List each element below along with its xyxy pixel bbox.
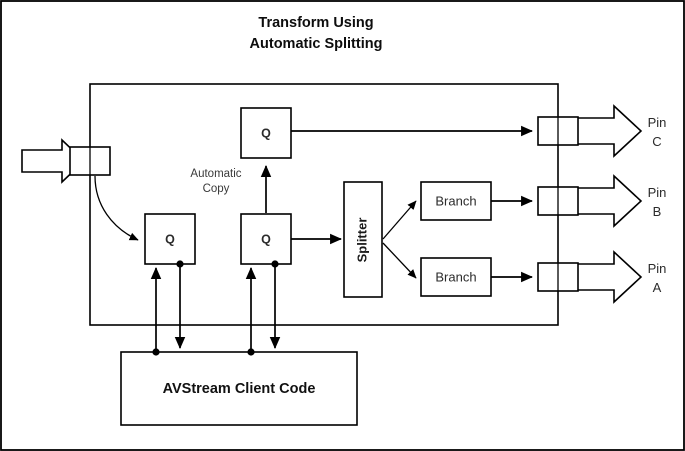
queue-main-label: Q xyxy=(261,232,271,246)
queue-main: Q xyxy=(240,213,292,265)
pin-a-label-line1: Pin xyxy=(648,261,667,276)
pin-a-group: Pin A xyxy=(491,250,667,304)
branch-lower-label: Branch xyxy=(435,269,476,284)
pin-c-group: Pin C xyxy=(291,104,667,158)
branch-upper-label: Branch xyxy=(435,193,476,208)
avstream-client-code-box: AVStream Client Code xyxy=(120,351,358,426)
input-pin-box xyxy=(69,146,111,176)
input-to-queue-connector xyxy=(94,175,139,241)
splitter-to-branch-lower-connector xyxy=(382,242,417,279)
pin-b-label-line2: B xyxy=(653,204,662,219)
automatic-copy-label-line2: Copy xyxy=(203,183,230,195)
client-to-queue-main-connector xyxy=(245,267,257,356)
pin-c-label-line1: Pin xyxy=(648,115,667,130)
automatic-copy-label-line1: Automatic xyxy=(190,168,241,180)
queue-input-label: Q xyxy=(165,232,175,246)
branch-upper: Branch xyxy=(420,181,492,221)
queue-input: Q xyxy=(144,213,196,265)
diagram-title-line2: Automatic Splitting xyxy=(250,36,383,52)
pin-a-label-line2: A xyxy=(653,280,662,295)
avstream-client-code-label: AVStream Client Code xyxy=(163,381,316,397)
diagram-title-line1: Transform Using xyxy=(258,15,373,31)
splitter-label: Splitter xyxy=(354,218,369,263)
pin-b-label-line1: Pin xyxy=(648,185,667,200)
queue-copy-label: Q xyxy=(261,126,271,140)
splitter-box: Splitter xyxy=(343,181,383,298)
branch-lower: Branch xyxy=(420,257,492,297)
client-to-queue-input-connector xyxy=(150,267,162,356)
queue-main-to-client-connector xyxy=(269,260,281,349)
splitter-to-branch-upper-connector xyxy=(382,200,417,240)
queue-input-to-client-connector xyxy=(174,260,186,349)
pin-c-label-line2: C xyxy=(652,134,661,149)
pin-b-group: Pin B xyxy=(491,174,667,228)
queue-copy: Q xyxy=(240,107,292,159)
